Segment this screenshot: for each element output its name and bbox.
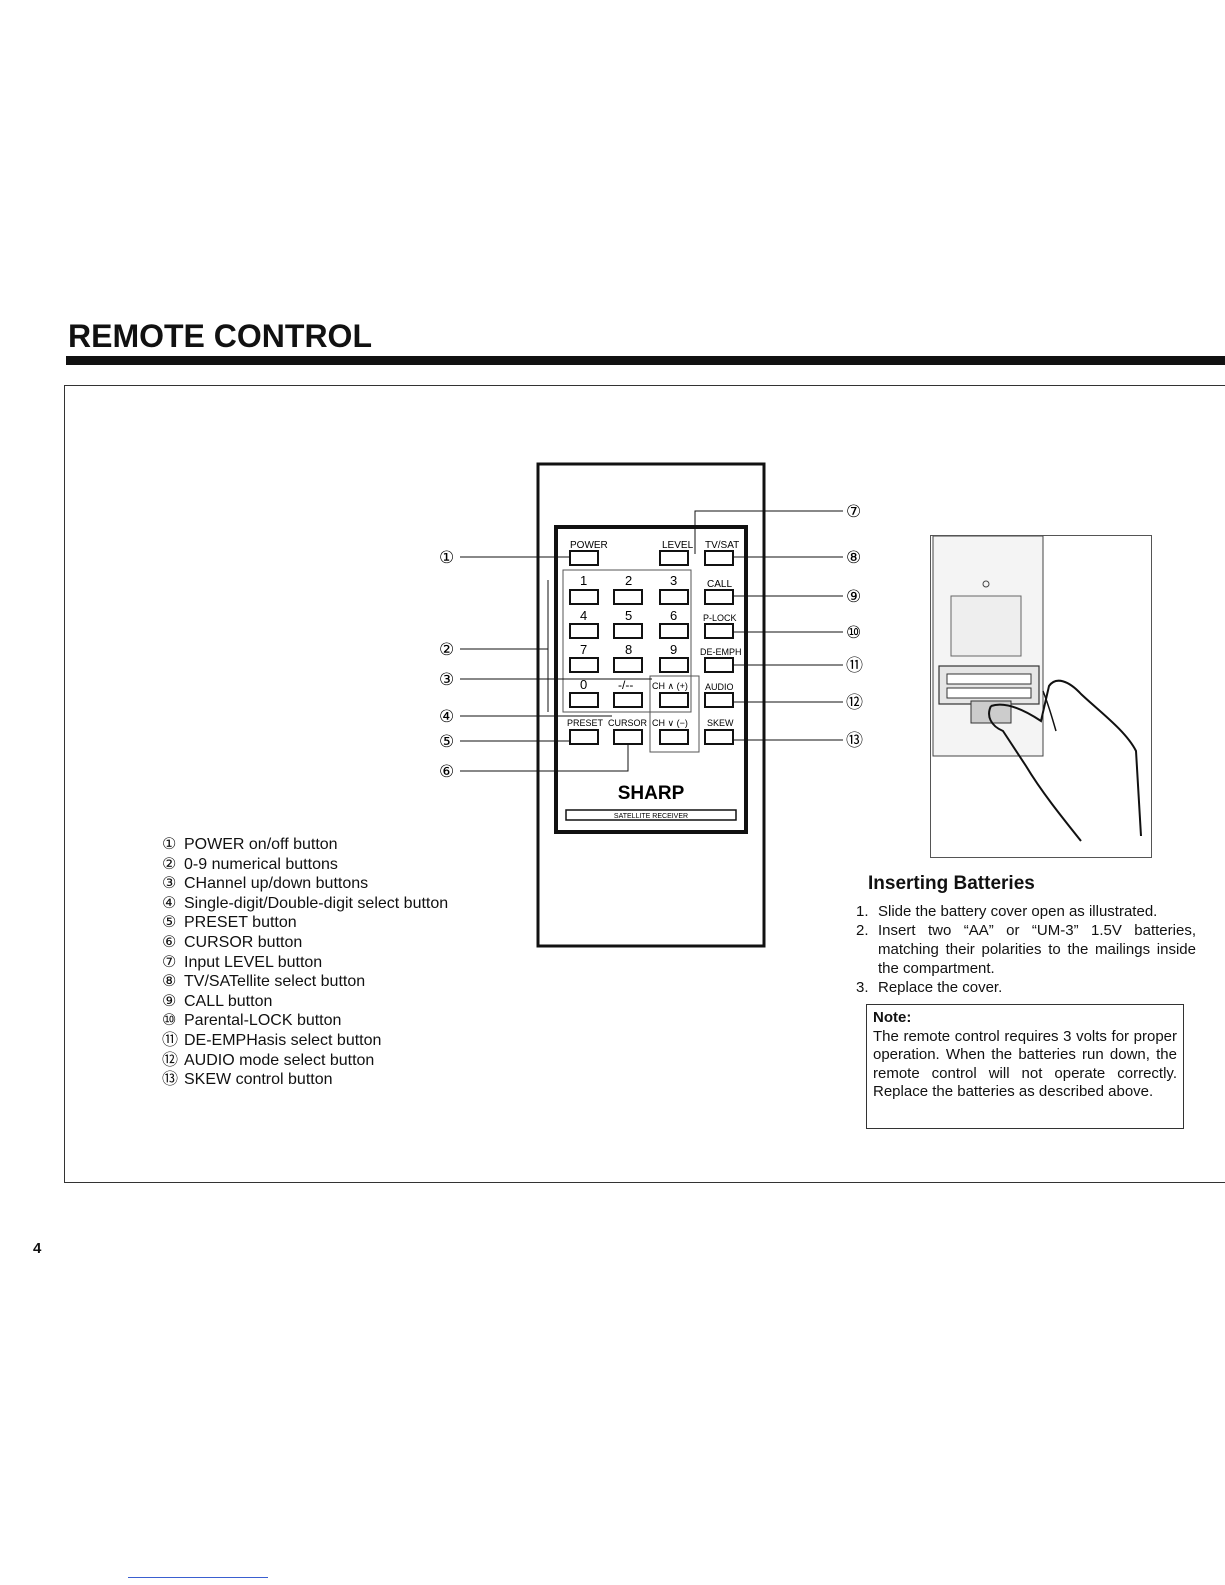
label-2: 2: [625, 573, 632, 588]
note-text: The remote control requires 3 volts for …: [873, 1027, 1177, 1101]
label-skew: SKEW: [707, 718, 734, 728]
label-audio: AUDIO: [705, 682, 734, 692]
model-plate: [565, 809, 737, 821]
audio-button[interactable]: [704, 692, 734, 708]
callout-10: ⑩: [846, 623, 861, 643]
step-item: 1.Slide the battery cover open as illust…: [856, 903, 1158, 920]
callout-8: ⑧: [846, 548, 861, 568]
callout-11: ⑪: [846, 656, 863, 676]
label-5: 5: [625, 608, 632, 623]
label-preset: PRESET: [567, 718, 604, 728]
callout-4: ④: [439, 707, 454, 727]
label-7: 7: [580, 642, 587, 657]
num-8-button[interactable]: [613, 657, 643, 673]
label-3: 3: [670, 573, 677, 588]
label-deemph: DE-EMPH: [700, 647, 742, 657]
page-number: 4: [33, 1240, 42, 1257]
num-3-button[interactable]: [659, 589, 689, 605]
label-plock: P-LOCK: [703, 613, 737, 623]
label-power: POWER: [570, 540, 608, 551]
deemph-button[interactable]: [704, 657, 734, 673]
call-button[interactable]: [704, 589, 734, 605]
bottom-link-underline: [128, 1577, 268, 1578]
callout-13: ⑬: [846, 731, 863, 751]
brand-logo: SHARP: [618, 783, 685, 804]
preset-button[interactable]: [569, 729, 599, 745]
label-tvsat: TV/SAT: [705, 540, 739, 551]
callout-2: ②: [439, 640, 454, 660]
callout-12: ⑫: [846, 693, 863, 713]
note-box: Note: The remote control requires 3 volt…: [866, 1004, 1184, 1129]
callout-5: ⑤: [439, 732, 454, 752]
channel-down-button[interactable]: [659, 729, 689, 745]
title-rule: [66, 356, 1225, 365]
numpad-group: [562, 569, 692, 713]
callout-6: ⑥: [439, 762, 454, 782]
step-item: 2.Insert two “AA” or “UM-3” 1.5V batteri…: [856, 922, 1196, 977]
label-chdown: CH ∨ (−): [652, 718, 688, 728]
label-chup: CH ∧ (+): [652, 681, 688, 691]
label-6: 6: [670, 608, 677, 623]
tvsat-button[interactable]: [704, 550, 734, 566]
section-title: REMOTE CONTROL: [68, 318, 372, 354]
callout-7: ⑦: [846, 502, 861, 522]
channel-group: [649, 675, 700, 753]
channel-up-button[interactable]: [659, 692, 689, 708]
label-0: 0: [580, 677, 587, 692]
batteries-heading: Inserting Batteries: [868, 873, 1035, 894]
hand-battery-drawing: [932, 535, 1142, 842]
level-button[interactable]: [659, 550, 689, 566]
plock-button[interactable]: [704, 623, 734, 639]
battery-steps: 1.Slide the battery cover open as illust…: [856, 902, 1196, 997]
label-call: CALL: [707, 579, 732, 590]
label-level: LEVEL: [662, 540, 694, 551]
content-frame: [64, 385, 1225, 1183]
num-2-button[interactable]: [613, 589, 643, 605]
callout-9: ⑨: [846, 587, 861, 607]
callout-3: ③: [439, 670, 454, 690]
model-label: SATELLITE RECEIVER: [614, 813, 688, 820]
label-4: 4: [580, 608, 587, 623]
cursor-button[interactable]: [613, 729, 643, 745]
digit-select-button[interactable]: [613, 692, 643, 708]
num-1-button[interactable]: [569, 589, 599, 605]
skew-button[interactable]: [704, 729, 734, 745]
battery-illustration: [930, 535, 1152, 858]
label-9: 9: [670, 642, 677, 657]
label-1: 1: [580, 573, 587, 588]
power-button[interactable]: [569, 550, 599, 566]
label-cursor: CURSOR: [608, 718, 648, 728]
label-8: 8: [625, 642, 632, 657]
num-6-button[interactable]: [659, 623, 689, 639]
callout-1: ①: [439, 548, 454, 568]
note-title: Note:: [873, 1009, 912, 1026]
label-digit: -/--: [618, 678, 633, 692]
num-4-button[interactable]: [569, 623, 599, 639]
step-item: 3.Replace the cover.: [856, 979, 1003, 996]
num-7-button[interactable]: [569, 657, 599, 673]
num-0-button[interactable]: [569, 692, 599, 708]
num-9-button[interactable]: [659, 657, 689, 673]
num-5-button[interactable]: [613, 623, 643, 639]
